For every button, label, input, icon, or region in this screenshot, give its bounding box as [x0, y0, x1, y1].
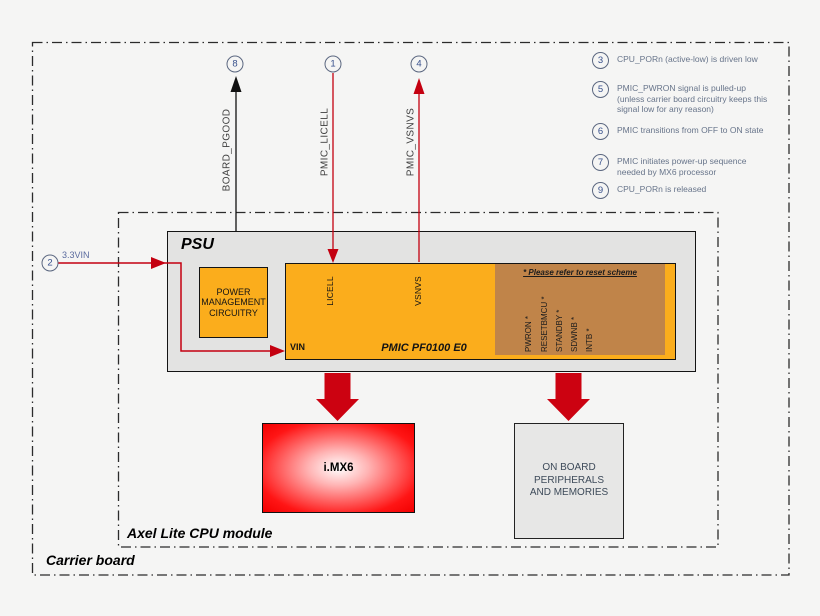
annotation-text-7: PMIC initiates power-up sequence needed … [617, 156, 747, 177]
step-badge-7: 7 [592, 154, 609, 171]
annotation-step-9: 9 CPU_PORn is released [592, 182, 706, 199]
vsnvs-pin-label: VSNVS [413, 276, 423, 306]
licell-pin-label: LICELL [325, 276, 335, 306]
psu-to-imx6-arrow [316, 373, 359, 421]
pmic-reset-pin-area: * Please refer to reset scheme PWRON * R… [495, 264, 665, 355]
signal-label-board-pgood: BOARD_PGOOD [221, 108, 233, 192]
step-badge-3: 3 [592, 52, 609, 69]
carrier-board-label: Carrier board [46, 552, 135, 568]
reset-pin-sdwnb-label: SDWNB * [570, 316, 579, 352]
annotation-step-7: 7 PMIC initiates power-up sequence neede… [592, 154, 746, 177]
imx6-label: i.MX6 [323, 462, 354, 474]
step-badge-2: 2 [41, 254, 59, 272]
imx6-block: i.MX6 [262, 423, 415, 513]
psu-label: PSU [181, 236, 214, 253]
annotation-text-6: PMIC transitions from OFF to ON state [617, 125, 764, 135]
reset-scheme-note: * Please refer to reset scheme [523, 268, 637, 277]
board-pgood-arrowhead [230, 76, 242, 92]
reset-pin-intb-label: INTB * [585, 328, 594, 352]
power-management-label: POWER MANAGEMENT CIRCUITRY [201, 286, 266, 318]
step-badge-8: 8 [226, 55, 244, 73]
pmic-vsnvs-arrowhead [413, 78, 425, 94]
reset-pin-resetbmcu-label: RESETBMCU * [540, 296, 549, 352]
signal-label-3v3-vin: 3.3VIN [62, 250, 90, 260]
step-badge-1: 1 [324, 55, 342, 73]
annotation-text-5: PMIC_PWRON signal is pulled-up (unless c… [617, 83, 768, 114]
step-badge-9: 9 [592, 182, 609, 199]
vin-33-arrowhead-psu [151, 257, 166, 269]
signal-label-pmic-vsnvs: PMIC_VSNVS [405, 107, 417, 177]
pmic-block: * Please refer to reset scheme PWRON * R… [285, 263, 676, 360]
annotation-text-3: CPU_PORn (active-low) is driven low [617, 54, 758, 64]
power-management-block: POWER MANAGEMENT CIRCUITRY [199, 267, 268, 338]
step-badge-5: 5 [592, 81, 609, 98]
annotation-text-9: CPU_PORn is released [617, 184, 707, 194]
annotation-step-3: 3 CPU_PORn (active-low) is driven low [592, 52, 758, 69]
step-badge-6: 6 [592, 123, 609, 140]
psu-to-peripherals-arrow [547, 373, 590, 421]
pmic-name-label: PMIC PF0100 E0 [381, 342, 467, 354]
reset-pin-standby-label: STANDBY * [555, 309, 564, 352]
annotation-step-5: 5 PMIC_PWRON signal is pulled-up (unless… [592, 81, 767, 115]
signal-label-pmic-licell: PMIC_LICELL [319, 107, 331, 177]
reset-pin-pwron-label: PWRON * [524, 316, 533, 352]
onboard-peripherals-label: ON BOARD PERIPHERALS AND MEMORIES [529, 462, 609, 499]
onboard-peripherals-block: ON BOARD PERIPHERALS AND MEMORIES [514, 423, 624, 539]
cpu-module-label: Axel Lite CPU module [127, 525, 273, 541]
vin-pin-label: VIN [290, 342, 306, 352]
annotation-step-6: 6 PMIC transitions from OFF to ON state [592, 123, 763, 140]
step-badge-4: 4 [410, 55, 428, 73]
